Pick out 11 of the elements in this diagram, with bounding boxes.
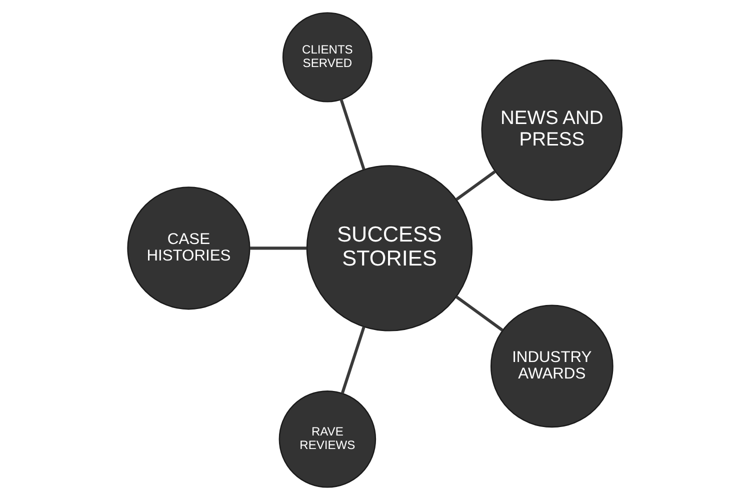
connector [340, 98, 366, 170]
connector [456, 296, 504, 332]
node-circle: CASE HISTORIES [127, 186, 250, 310]
connector [340, 326, 366, 394]
node-circle: SUCCESS STORIES [306, 165, 473, 332]
node-circle: NEWS AND PRESS [481, 60, 623, 201]
connector [456, 170, 496, 201]
node-circle: CLIENTS SERVED [282, 12, 372, 102]
node-circle: RAVE REVIEWS [278, 390, 376, 488]
node-circle: INDUSTRY AWARDS [490, 304, 614, 428]
connector [250, 246, 307, 250]
